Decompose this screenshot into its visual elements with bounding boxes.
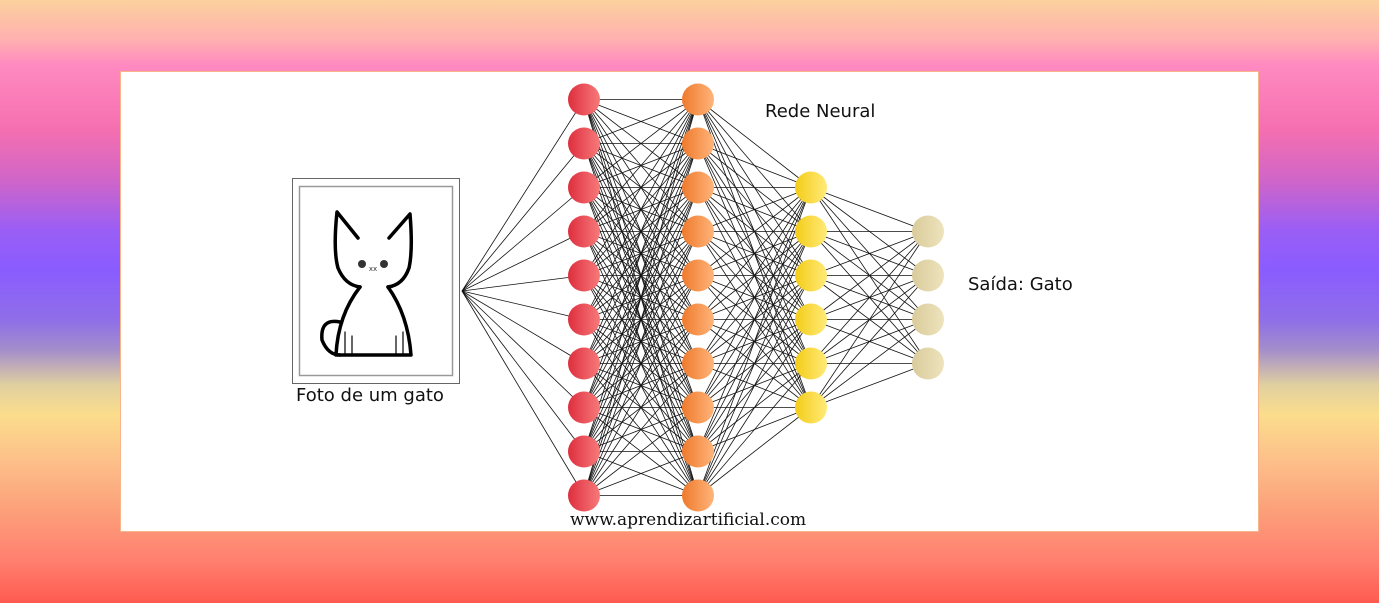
- diagram-title: Rede Neural: [765, 101, 876, 122]
- connection: [697, 187, 812, 496]
- connection: [697, 187, 812, 452]
- watermark: www.aprendizartificial.com: [570, 510, 807, 530]
- connection: [583, 99, 699, 188]
- neuron-layer-1: [568, 83, 600, 116]
- connection: [583, 99, 699, 144]
- neuron-layer-3: [795, 391, 827, 424]
- neuron-layer-2: [682, 215, 714, 248]
- neuron-layer-4: [912, 259, 944, 292]
- connection: [583, 99, 699, 232]
- neuron-layer-2: [682, 259, 714, 292]
- connection: [697, 99, 812, 188]
- connection: [810, 275, 929, 408]
- connection: [461, 275, 585, 292]
- connection: [697, 319, 812, 496]
- connection: [697, 275, 812, 496]
- neuron-layer-4: [912, 215, 944, 248]
- connection: [810, 231, 929, 408]
- connection: [461, 187, 585, 292]
- connection: [583, 143, 699, 496]
- cat-drawing-icon: [320, 210, 414, 357]
- connection: [583, 363, 699, 496]
- connection: [697, 363, 812, 496]
- neuron-layer-2: [682, 83, 714, 116]
- cat-photo: xx: [292, 178, 460, 384]
- connection: [583, 99, 699, 276]
- svg-text:xx: xx: [369, 265, 377, 273]
- connection: [583, 451, 699, 496]
- neuron-layer-1: [568, 347, 600, 380]
- connection: [583, 99, 699, 452]
- neuron-layer-1: [568, 127, 600, 160]
- neuron-layer-3: [795, 215, 827, 248]
- connection: [697, 231, 812, 496]
- output-label: Saída: Gato: [968, 274, 1073, 295]
- connection: [461, 231, 585, 292]
- connection: [810, 231, 929, 276]
- neuron-layer-1: [568, 435, 600, 468]
- connection: [583, 275, 699, 496]
- connections: [461, 99, 929, 496]
- connection: [697, 187, 812, 408]
- neuron-layer-3: [795, 347, 827, 380]
- connection: [697, 187, 812, 276]
- neuron-layer-3: [795, 171, 827, 204]
- connection: [583, 407, 699, 496]
- connection: [697, 187, 812, 232]
- neurons: [568, 83, 944, 512]
- connection: [810, 363, 929, 408]
- connection: [697, 143, 812, 188]
- neuron-layer-1: [568, 215, 600, 248]
- neuron-layer-1: [568, 259, 600, 292]
- input-label: Foto de um gato: [296, 385, 444, 406]
- connection: [461, 290, 585, 452]
- neuron-layer-1: [568, 391, 600, 424]
- connection: [583, 99, 699, 496]
- neuron-layer-2: [682, 171, 714, 204]
- connection: [583, 99, 699, 408]
- connection: [583, 231, 699, 496]
- neuron-layer-4: [912, 303, 944, 336]
- connection: [810, 231, 929, 320]
- neuron-layer-1: [568, 303, 600, 336]
- connection: [583, 187, 699, 496]
- connection: [810, 319, 929, 408]
- connection: [697, 187, 812, 364]
- connection: [461, 290, 585, 320]
- neuron-layer-2: [682, 391, 714, 424]
- neuron-layer-1: [568, 479, 600, 512]
- connection: [461, 143, 585, 292]
- connection: [583, 99, 699, 364]
- connection: [697, 187, 812, 320]
- connection: [810, 187, 929, 232]
- connection: [810, 231, 929, 364]
- connection: [461, 290, 585, 364]
- connection: [583, 319, 699, 496]
- neuron-layer-2: [682, 127, 714, 160]
- neuron-layer-3: [795, 303, 827, 336]
- neuron-layer-2: [682, 435, 714, 468]
- neuron-layer-3: [795, 259, 827, 292]
- connection: [697, 407, 812, 496]
- neuron-layer-2: [682, 479, 714, 512]
- neuron-layer-2: [682, 347, 714, 380]
- connection: [583, 99, 699, 320]
- connection: [461, 99, 585, 292]
- neuron-layer-4: [912, 347, 944, 380]
- neuron-layer-2: [682, 303, 714, 336]
- neuron-layer-1: [568, 171, 600, 204]
- connection: [461, 290, 585, 496]
- connection: [461, 290, 585, 408]
